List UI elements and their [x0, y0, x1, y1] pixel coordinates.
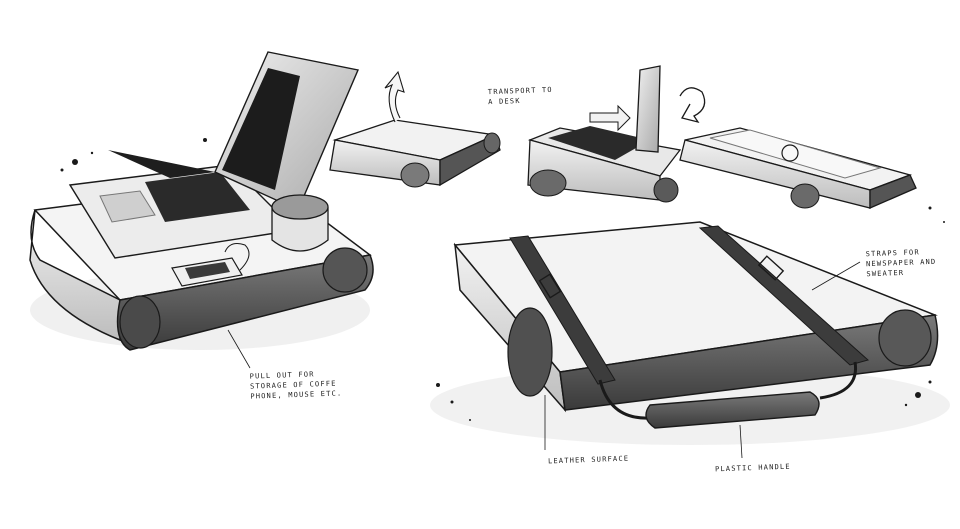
tray-opening: [527, 65, 706, 203]
closed-tray-top-view: [679, 127, 917, 209]
closed-tray-transport: [329, 70, 501, 188]
briefcase-carry-mode: [430, 221, 950, 459]
note-pull-out: pull out for storage of coffe phone, mou…: [249, 370, 343, 401]
note-transport: Transport to a desk: [487, 85, 553, 107]
note-straps: straps for newspaper and sweater: [865, 248, 937, 279]
ink-splatter: [60, 138, 945, 421]
laptop-tray-in-use: [29, 51, 374, 369]
